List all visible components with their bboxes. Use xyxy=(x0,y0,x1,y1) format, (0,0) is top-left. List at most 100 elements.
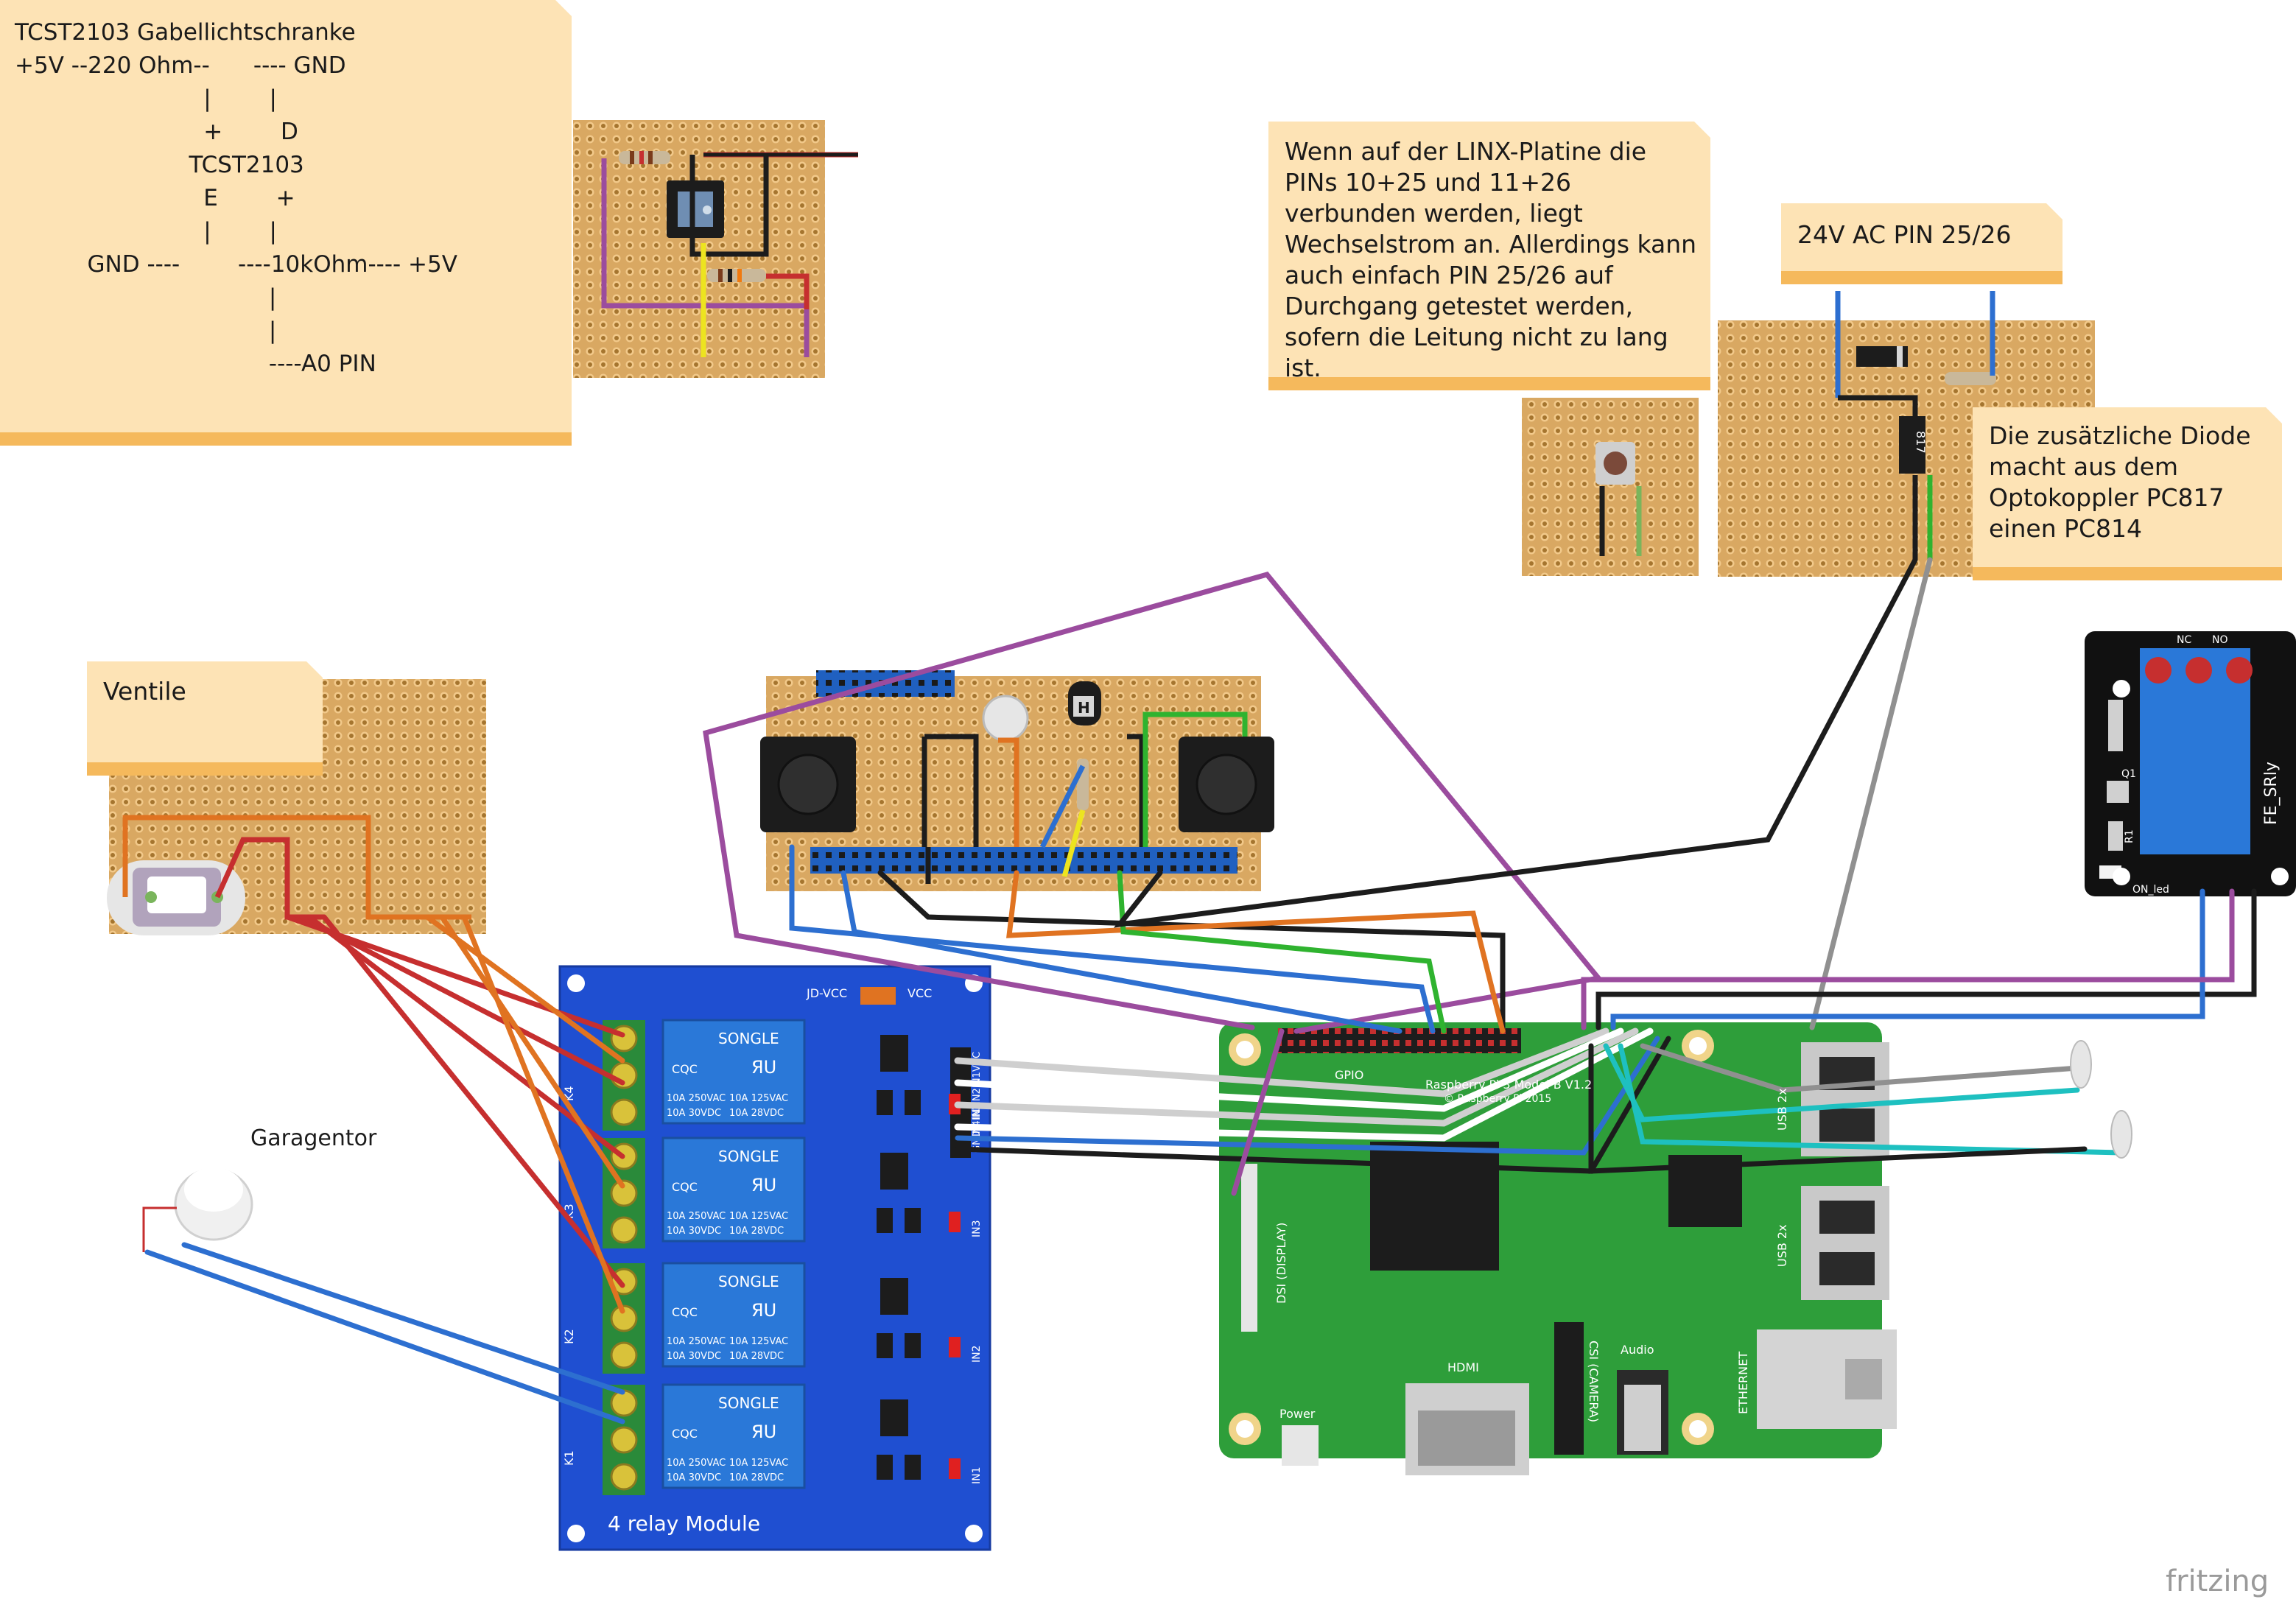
relay-brand: SONGLE xyxy=(718,1273,779,1290)
relay-status-led xyxy=(949,1337,961,1357)
single-relay-q1: Q1 xyxy=(2121,768,2136,780)
relay-screw xyxy=(610,1179,638,1207)
relay-jumper-right: VCC xyxy=(907,986,932,1000)
note-tcst-text: TCST2103 Gabellichtschranke +5V --220 Oh… xyxy=(15,19,457,377)
relay-body xyxy=(661,1136,806,1243)
pi-audio-label: Audio xyxy=(1621,1343,1654,1357)
relay-body xyxy=(661,1383,806,1489)
pi-ethernet-label: ETHERNET xyxy=(1736,1352,1750,1414)
relay-screw xyxy=(610,1304,638,1332)
relay-brand: SONGLE xyxy=(718,1394,779,1412)
relay-rating: 10A 30VDC xyxy=(667,1472,721,1483)
single-relay-no: NO xyxy=(2212,634,2228,646)
relay-transistor xyxy=(877,1090,893,1115)
relay-rating: 10A 28VDC xyxy=(729,1226,784,1237)
relay-optocoupler xyxy=(880,1035,908,1072)
relay-diode xyxy=(905,1090,921,1115)
relay-screw xyxy=(610,1463,638,1491)
relay-rating: 10A 125VAC xyxy=(729,1458,788,1469)
relay-module-title: 4 relay Module xyxy=(608,1511,760,1536)
relay-diode xyxy=(905,1333,921,1358)
relay-optocoupler xyxy=(880,1399,908,1436)
capacitive-sensor-1 xyxy=(2070,1040,2092,1089)
transistor-label: H xyxy=(1078,699,1090,717)
relay-input-label: IN1 xyxy=(971,1466,983,1484)
relay-rating: 10A 250VAC xyxy=(667,1458,726,1469)
wires xyxy=(144,557,2257,1424)
relay-rating: 10A 30VDC xyxy=(667,1226,721,1237)
relay-cert-mark: ЯU xyxy=(751,1057,776,1078)
note-linx-text: Wenn auf der LINX-Platine die PINs 10+25… xyxy=(1285,137,1697,382)
tcst-stripboard xyxy=(573,120,858,378)
relay-rating: 10A 250VAC xyxy=(667,1211,726,1222)
pi-usb1-label: USB 2x xyxy=(1775,1088,1789,1131)
relay-rating: 10A 125VAC xyxy=(729,1093,788,1104)
relay-brand: SONGLE xyxy=(718,1030,779,1047)
relay-cqc-mark: CQC xyxy=(672,1305,698,1319)
single-relay-module xyxy=(2085,631,2296,896)
relay-screw xyxy=(610,1426,638,1454)
single-relay-name: FE_SRly xyxy=(2262,762,2281,825)
note-diode-text: Die zusätzliche Diode macht aus dem Opto… xyxy=(1989,421,2251,543)
relay-body xyxy=(661,1262,806,1368)
relay-rating: 10A 30VDC xyxy=(667,1351,721,1362)
note-tcst: TCST2103 Gabellichtschranke +5V --220 Oh… xyxy=(0,0,572,446)
pi-csi-label: CSI (CAMERA) xyxy=(1587,1341,1601,1422)
relay-cert-mark: ЯU xyxy=(751,1175,776,1195)
single-relay-nc: NC xyxy=(2177,634,2191,646)
relay-brand: SONGLE xyxy=(718,1148,779,1165)
relay-rating: 10A 125VAC xyxy=(729,1211,788,1222)
relay-screw xyxy=(610,1341,638,1369)
relay-screw xyxy=(610,1389,638,1417)
relay-rating: 10A 250VAC xyxy=(667,1093,726,1104)
pi-model-label: Raspberry Pi 3 Model B V1.2 xyxy=(1425,1078,1592,1092)
note-ventile-text: Ventile xyxy=(103,677,186,706)
note-ventile: Ventile xyxy=(87,661,323,776)
note-linx: Wenn auf der LINX-Platine die PINs 10+25… xyxy=(1268,122,1710,390)
relay-rating: 10A 28VDC xyxy=(729,1351,784,1362)
fritzing-logo: fritzing xyxy=(2166,1564,2269,1598)
relay-jumper-left: JD-VCC xyxy=(806,986,847,1000)
pi-usb2-label: USB 2x xyxy=(1775,1224,1789,1267)
button-stripboard xyxy=(760,670,1274,891)
optocoupler-label: 817 xyxy=(1914,431,1928,454)
relay-input-label: IN2 xyxy=(971,1345,983,1363)
relay-transistor xyxy=(877,1333,893,1358)
relay-transistor xyxy=(877,1208,893,1233)
relay-input-label: IN3 xyxy=(971,1220,983,1237)
relay-status-led xyxy=(949,1212,961,1232)
linx-button-stripboard xyxy=(1522,398,1699,576)
relay-diode xyxy=(905,1208,921,1233)
relay-body xyxy=(661,1019,806,1125)
relay-rating: 10A 28VDC xyxy=(729,1108,784,1119)
pi-copyright: © Raspberry Pi 2015 xyxy=(1444,1093,1551,1105)
relay-cqc-mark: CQC xyxy=(672,1180,698,1194)
note-diode: Die zusätzliche Diode macht aus dem Opto… xyxy=(1973,407,2282,580)
relay-rating: 10A 30VDC xyxy=(667,1108,721,1119)
relay-rating: 10A 125VAC xyxy=(729,1336,788,1347)
relay-rating: 10A 250VAC xyxy=(667,1336,726,1347)
relay-screw xyxy=(610,1098,638,1126)
relay-rating: 10A 28VDC xyxy=(729,1472,784,1483)
note-ac: 24V AC PIN 25/26 xyxy=(1781,203,2062,284)
relay-channel-label: K2 xyxy=(562,1329,576,1344)
relay-status-led xyxy=(949,1458,961,1479)
relay-cert-mark: ЯU xyxy=(751,1300,776,1321)
relay-diode xyxy=(905,1455,921,1480)
relay-screw xyxy=(610,1216,638,1244)
capacitive-sensor-2 xyxy=(2110,1110,2132,1159)
relay-channel-label: K1 xyxy=(562,1450,576,1466)
relay-optocoupler xyxy=(880,1278,908,1315)
garagentor-label: Garagentor xyxy=(250,1125,377,1151)
pi-hdmi-label: HDMI xyxy=(1447,1360,1479,1374)
note-ac-text: 24V AC PIN 25/26 xyxy=(1797,220,2012,249)
single-relay-onled: ON_led xyxy=(2132,884,2169,896)
pi-dsi-label: DSI (DISPLAY) xyxy=(1274,1223,1288,1304)
pi-power-label: Power xyxy=(1279,1407,1316,1421)
relay-optocoupler xyxy=(880,1153,908,1190)
relay-cqc-mark: CQC xyxy=(672,1062,698,1076)
